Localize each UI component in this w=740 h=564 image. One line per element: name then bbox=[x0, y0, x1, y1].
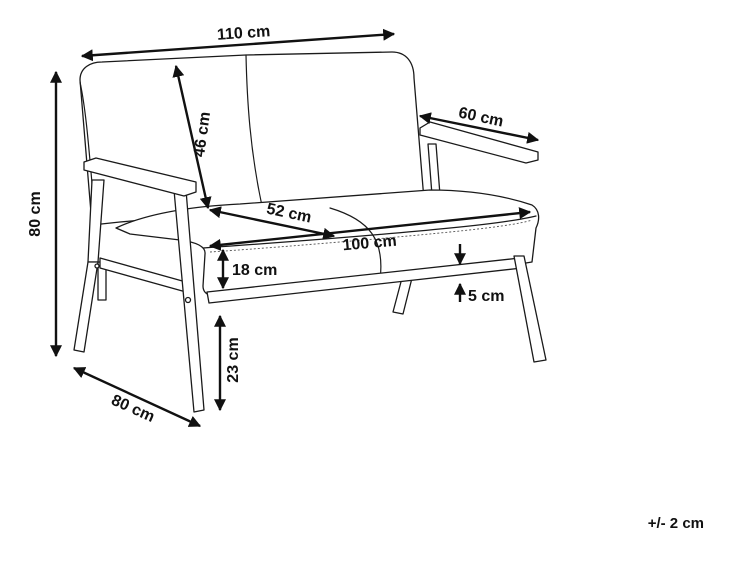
bolt bbox=[94, 263, 100, 269]
side-rail bbox=[99, 257, 187, 293]
width-110-arrow bbox=[80, 28, 396, 62]
backrest-seam bbox=[245, 54, 263, 207]
label-armrest-depth: 60 cm bbox=[457, 105, 505, 131]
bolt bbox=[184, 296, 192, 304]
label-overall-height: 80 cm bbox=[27, 191, 44, 236]
label-backrest-height: 46 cm bbox=[191, 111, 214, 158]
backrest-46-arrow bbox=[172, 64, 212, 210]
label-seat-width: 100 cm bbox=[342, 233, 398, 255]
right-arm-post-back bbox=[427, 143, 441, 196]
left-leg-lower bbox=[73, 261, 99, 353]
label-overall-width: 110 cm bbox=[216, 23, 270, 44]
tolerance-note: +/- 2 cm bbox=[648, 515, 704, 532]
seat-100-arrow bbox=[208, 207, 532, 251]
depth-80-arrow bbox=[72, 366, 202, 428]
front-right-leg bbox=[513, 255, 547, 363]
label-overall-depth: 80 cm bbox=[109, 392, 157, 426]
label-seat-clearance: 5 cm bbox=[468, 288, 504, 305]
dimension-lines bbox=[50, 28, 540, 428]
label-cushion-height: 18 cm bbox=[232, 262, 277, 279]
back-right-leg bbox=[392, 277, 413, 315]
arm-60-arrow bbox=[418, 112, 540, 144]
label-leg-height: 23 cm bbox=[225, 337, 242, 382]
